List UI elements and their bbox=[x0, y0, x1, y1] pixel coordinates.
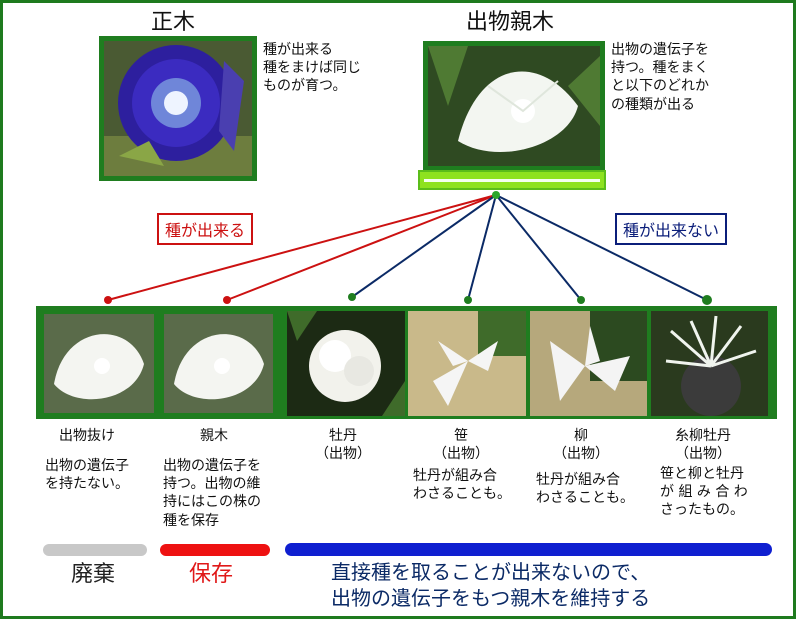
child-photo-yanagi bbox=[530, 311, 647, 416]
child-photo-itoyanagi bbox=[651, 311, 768, 416]
dot-itoyanagi bbox=[702, 295, 712, 305]
demono-bar bbox=[285, 543, 772, 556]
junction-dot bbox=[492, 191, 500, 199]
child-name-oyagi: 親木 bbox=[200, 428, 228, 444]
masagi-desc: 種が出来る 種をまけば同じ ものが育つ。 bbox=[263, 42, 361, 95]
child-desc-oyagi: 出物の遺伝子を 持つ。出物の維 持にはこの株の 種を保存 bbox=[163, 458, 261, 529]
line-to-sasa bbox=[467, 194, 497, 301]
sterile-tag: 種が出来ない bbox=[615, 213, 728, 245]
dot-oyagi bbox=[223, 296, 231, 304]
parent-highlight-bar bbox=[418, 170, 606, 190]
fertile-tag: 種が出来る bbox=[157, 213, 254, 245]
dot-nukedashi bbox=[104, 296, 112, 304]
line-to-botan bbox=[351, 194, 497, 298]
line-to-itoyanagi bbox=[495, 194, 708, 301]
child-name-sasa: 笹 （出物） bbox=[433, 428, 489, 463]
white-flower-icon bbox=[44, 314, 154, 413]
split-petal-flower-icon bbox=[408, 311, 526, 416]
child-desc-yanagi: 牡丹が組み合 わさることも。 bbox=[536, 472, 634, 507]
white-morning-glory-image bbox=[428, 46, 600, 166]
dot-yanagi bbox=[577, 296, 585, 304]
blue-morning-glory-image bbox=[104, 41, 252, 176]
child-desc-nukedashi: 出物の遺伝子 を持たない。 bbox=[45, 458, 129, 493]
line-to-oyagi bbox=[226, 194, 497, 301]
child-photo-oyagi bbox=[161, 311, 276, 416]
keep-bar bbox=[160, 544, 270, 556]
masagi-photo bbox=[99, 36, 257, 181]
connector-lines bbox=[104, 191, 712, 305]
child-photo-nukedashi bbox=[41, 311, 157, 416]
child-desc-sasa: 牡丹が組み合 わさることも。 bbox=[413, 468, 511, 503]
child-name-yanagi: 柳 （出物） bbox=[553, 428, 609, 463]
child-name-botan: 牡丹 （出物） bbox=[315, 428, 371, 463]
keep-label: 保存 bbox=[189, 562, 234, 587]
demono-oyagi-desc: 出物の遺伝子を 持つ。種をまく と以下のどれか の種類が出る bbox=[611, 42, 709, 113]
child-photo-sasa bbox=[408, 311, 526, 416]
line-to-yanagi bbox=[495, 194, 582, 301]
discard-bar bbox=[43, 544, 147, 556]
demono-oyagi-photo bbox=[423, 41, 605, 171]
dot-botan bbox=[348, 293, 356, 301]
double-white-flower-icon bbox=[287, 311, 405, 416]
thread-willow-flower-icon bbox=[651, 311, 768, 416]
child-name-nukedashi: 出物抜け bbox=[59, 428, 115, 444]
discard-label: 廃棄 bbox=[71, 562, 116, 587]
willow-petal-flower-icon bbox=[530, 311, 647, 416]
child-name-itoyanagi: 糸柳牡丹 （出物） bbox=[675, 428, 731, 463]
demono-oyagi-title: 出物親木 bbox=[466, 10, 555, 35]
line-to-nukedashi bbox=[107, 194, 497, 301]
child-desc-itoyanagi: 笹と柳と牡丹 が 組 み 合 わ さったもの。 bbox=[660, 466, 748, 519]
dot-sasa bbox=[464, 296, 472, 304]
maintenance-note: 直接種を取ることが出来ないので、 出物の遺伝子をもつ親木を維持する bbox=[331, 560, 651, 610]
child-photo-botan bbox=[287, 311, 405, 416]
white-flower-icon bbox=[164, 314, 273, 413]
masagi-title: 正木 bbox=[151, 10, 196, 35]
